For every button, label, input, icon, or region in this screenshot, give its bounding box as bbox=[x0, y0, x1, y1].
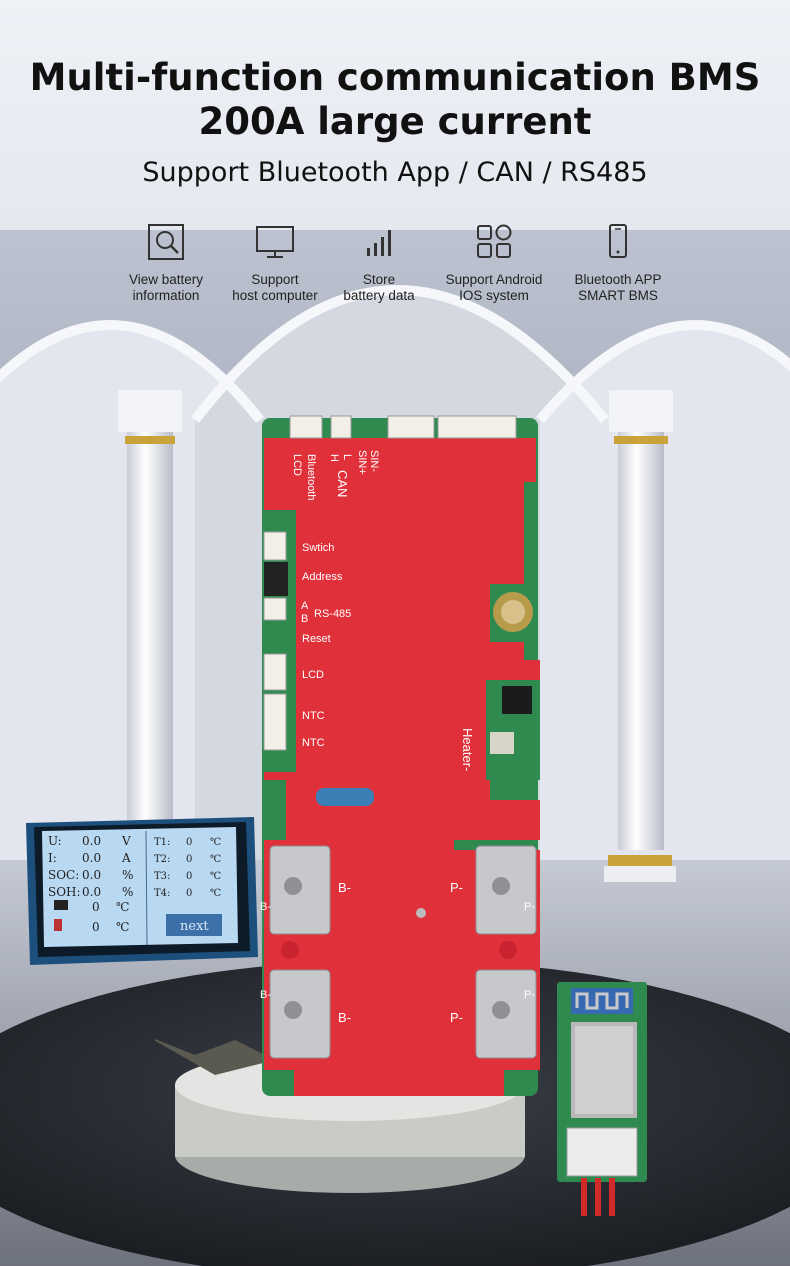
lcd-row-temp-label: T2: bbox=[154, 854, 170, 865]
label-rs485: RS-485 bbox=[314, 608, 351, 620]
feature-bluetooth-app: Bluetooth APP SMART BMS bbox=[548, 222, 688, 304]
label-b-edge-2: B- bbox=[260, 989, 271, 1001]
lcd-row-temp-unit: ℃ bbox=[210, 837, 221, 848]
lcd-next-button[interactable] bbox=[166, 914, 222, 936]
label-sin-minus: SIN- bbox=[368, 450, 380, 472]
label-l: L bbox=[341, 454, 353, 460]
lcd-row-temp-label: T1: bbox=[154, 837, 170, 848]
lcd-row-value: 0.0 bbox=[82, 851, 101, 865]
label-p-edge-1: P- bbox=[524, 901, 535, 913]
lcd-row-unit: V bbox=[121, 834, 131, 848]
lcd-ambient-temp-value: 0 bbox=[92, 920, 100, 934]
monitor-icon bbox=[256, 226, 294, 258]
label-lcd: LCD bbox=[302, 669, 324, 681]
label-switch: Swtich bbox=[302, 542, 334, 554]
label-lcd-top: LCD bbox=[291, 454, 303, 476]
stone-pedestal bbox=[155, 1039, 525, 1193]
lcd-row-temp-unit: ℃ bbox=[210, 888, 221, 899]
label-address: Address bbox=[302, 571, 343, 583]
lcd-row-temp-value: 0 bbox=[186, 837, 192, 848]
label-b-minus-1: B- bbox=[338, 880, 351, 895]
lcd-row-temp-value: 0 bbox=[186, 854, 192, 865]
feature-store-data: Store battery data bbox=[309, 222, 449, 304]
label-b: B bbox=[301, 613, 308, 625]
feature-row: View battery information Support host co… bbox=[0, 222, 790, 312]
label-p-minus-1: P- bbox=[450, 880, 463, 895]
label-sin-plus: SIN+ bbox=[356, 450, 368, 475]
lcd-row-value: 0.0 bbox=[82, 885, 101, 899]
label-heater: Heater- bbox=[460, 728, 475, 771]
lcd-row-value: 0.0 bbox=[82, 868, 101, 882]
lcd-row-label: I: bbox=[48, 851, 57, 865]
lcd-mos-temp-unit: ℃ bbox=[116, 900, 129, 914]
headline-line-1: Multi-function communication BMS bbox=[29, 56, 761, 99]
label-ntc-2: NTC bbox=[302, 737, 325, 749]
lcd-mos-temp-value: 0 bbox=[92, 900, 100, 914]
lcd-next-label: next bbox=[180, 919, 209, 934]
feature-host-computer: Support host computer bbox=[205, 222, 345, 304]
bar-chart-icon bbox=[367, 230, 391, 256]
app-grid-icon bbox=[477, 224, 512, 258]
lcd-row-label: U: bbox=[48, 834, 62, 848]
feature-view-battery: View battery information bbox=[96, 222, 236, 304]
lcd-row-value: 0.0 bbox=[82, 834, 101, 848]
lcd-row-unit: % bbox=[122, 885, 133, 899]
feature-label: Support Android IOS system bbox=[445, 272, 543, 303]
label-h: H bbox=[328, 454, 340, 462]
lcd-row-temp-label: T3: bbox=[154, 871, 170, 882]
feature-label: Support host computer bbox=[232, 272, 318, 303]
label-p-edge-2: P- bbox=[524, 989, 535, 1001]
lcd-row-unit: A bbox=[121, 851, 131, 865]
feature-label: Store battery data bbox=[343, 272, 415, 303]
label-reset: Reset bbox=[302, 633, 331, 645]
label-ntc-1: NTC bbox=[302, 710, 325, 722]
lcd-row-temp-value: 0 bbox=[186, 888, 192, 899]
lcd-ambient-temp-unit: ℃ bbox=[116, 920, 129, 934]
lcd-row-label: SOH: bbox=[48, 885, 81, 899]
bms-board: Bluetooth LCD H L CAN SIN+ SIN- Swtich A… bbox=[260, 415, 540, 1096]
feature-label: View battery information bbox=[128, 272, 204, 303]
lcd-row-temp-unit: ℃ bbox=[210, 871, 221, 882]
headline: Multi-function communication BMS 200A la… bbox=[0, 56, 790, 144]
lcd-row-temp-unit: ℃ bbox=[210, 854, 221, 865]
label-bluetooth: Bluetooth bbox=[305, 454, 317, 500]
battery-icon bbox=[54, 919, 62, 931]
feature-label: Bluetooth APP SMART BMS bbox=[574, 272, 662, 303]
label-p-minus-2: P- bbox=[450, 1010, 463, 1025]
label-a: A bbox=[301, 600, 309, 612]
label-b-edge-1: B- bbox=[260, 901, 271, 913]
headline-line-2: 200A large current bbox=[198, 100, 592, 143]
lcd-row-temp-value: 0 bbox=[186, 871, 192, 882]
subheadline: Support Bluetooth App / CAN / RS485 bbox=[142, 157, 648, 188]
mosfet-icon bbox=[54, 900, 68, 910]
bluetooth-module bbox=[557, 982, 647, 1216]
smartphone-icon bbox=[609, 224, 627, 258]
label-can: CAN bbox=[335, 470, 350, 497]
feature-android-ios: Support Android IOS system bbox=[424, 222, 564, 304]
lcd-row-unit: % bbox=[122, 868, 133, 882]
label-b-minus-2: B- bbox=[338, 1010, 351, 1025]
lcd-row-label: SOC: bbox=[48, 868, 79, 882]
lcd-row-temp-label: T4: bbox=[154, 888, 170, 899]
magnifier-icon bbox=[148, 224, 184, 260]
